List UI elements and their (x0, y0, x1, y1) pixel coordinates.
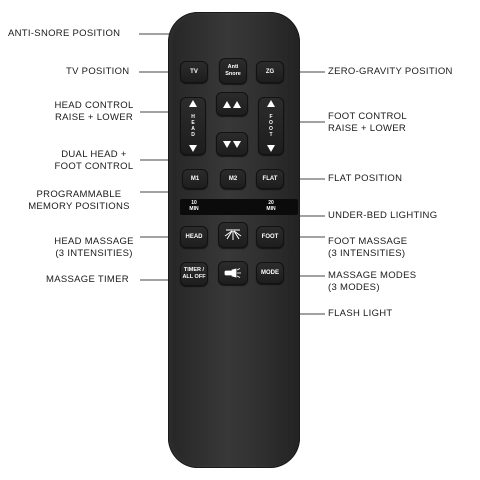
zero-gravity-callout: ZERO-GRAVITY POSITION (328, 66, 453, 77)
arrow-up-icon (223, 100, 231, 108)
timer-10-min-label: 10 MIN (189, 200, 199, 212)
arrow-up-icon (233, 100, 241, 108)
arrow-down-icon (223, 140, 231, 148)
foot-vertical-label: F O O T (269, 114, 273, 138)
dual-lower-button[interactable] (216, 132, 248, 156)
tv-button[interactable]: TV (180, 61, 208, 83)
head-massage-button[interactable]: HEAD (180, 226, 208, 248)
head-vertical-label: H E A D (191, 114, 195, 138)
memory-1-button[interactable]: M1 (182, 169, 208, 189)
head-letter: E (191, 120, 195, 126)
tv-callout: TV POSITION (66, 66, 130, 77)
massage-timer-callout: MASSAGE TIMER (46, 274, 129, 285)
flat-callout: FLAT POSITION (328, 173, 403, 184)
memory-callout: PROGRAMMABLE MEMORY POSITIONS (28, 189, 130, 212)
foot-letter: F (269, 114, 273, 120)
anti-snore-button[interactable]: Anti Snore (219, 58, 247, 84)
foot-massage-button[interactable]: FOOT (256, 226, 284, 248)
head-letter: D (191, 132, 195, 138)
anti-snore-callout: ANTI-SNORE POSITION (8, 28, 121, 39)
memory-2-button[interactable]: M2 (220, 169, 246, 189)
head-letter: H (191, 114, 195, 120)
dual-raise-button[interactable] (216, 92, 248, 116)
foot-letter: T (269, 132, 273, 138)
flash-light-button[interactable] (218, 261, 248, 285)
arrow-down-icon (267, 145, 275, 152)
foot-massage-callout: FOOT MASSAGE (3 INTENSITIES) (328, 236, 408, 259)
flash-light-callout: FLASH LIGHT (328, 308, 393, 319)
timer-20-min-label: 20 MIN (266, 200, 276, 212)
arrow-up-icon (267, 100, 275, 107)
timer-all-off-button[interactable]: TIMER / ALL OFF (180, 262, 208, 286)
flashlight-icon (224, 268, 241, 278)
mode-button[interactable]: MODE (256, 262, 284, 284)
timer-indicator-strip (180, 199, 298, 215)
under-bed-callout: UNDER-BED LIGHTING (328, 210, 438, 221)
head-massage-callout: HEAD MASSAGE (3 INTENSITIES) (54, 236, 134, 259)
head-raise-lower-button[interactable]: H E A D (180, 97, 206, 155)
foot-letter: O (269, 120, 273, 126)
arrow-down-icon (233, 140, 241, 148)
foot-letter: O (269, 126, 273, 132)
head-letter: A (191, 126, 195, 132)
dual-control-callout: DUAL HEAD + FOOT CONTROL (54, 149, 134, 172)
under-bed-light-button[interactable] (218, 222, 248, 248)
arrow-up-icon (189, 100, 197, 107)
foot-control-callout: FOOT CONTROL RAISE + LOWER (328, 111, 407, 134)
head-control-callout: HEAD CONTROL RAISE + LOWER (54, 100, 134, 123)
foot-raise-lower-button[interactable]: F O O T (258, 97, 284, 155)
flat-button[interactable]: FLAT (256, 169, 284, 189)
light-rays-icon (224, 229, 242, 240)
zero-gravity-button[interactable]: ZG (256, 61, 284, 83)
arrow-down-icon (189, 145, 197, 152)
massage-modes-callout: MASSAGE MODES (3 MODES) (328, 270, 417, 293)
